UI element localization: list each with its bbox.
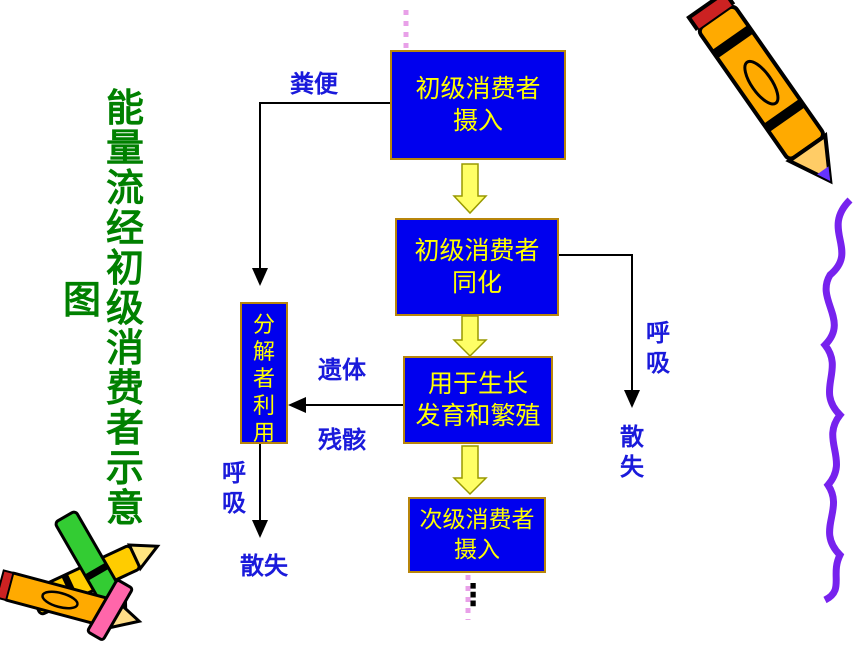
- wavy-decoration-icon: [820, 197, 853, 604]
- flow-arrow-2: [452, 315, 488, 358]
- secondary-consumer-intake-box: 次级消费者 摄入: [408, 497, 546, 573]
- box-line: 初级消费者: [414, 236, 540, 265]
- respiration-label-right: 呼吸: [646, 319, 670, 377]
- box-line: 同化: [451, 268, 502, 297]
- box-line: 发育和繁殖: [415, 401, 541, 430]
- title-column-1: 能量流经初级消费者示意: [105, 86, 144, 530]
- box-line: 初级消费者: [415, 74, 541, 103]
- feces-connector: [252, 102, 390, 286]
- crayons-bundle-icon: [0, 510, 161, 641]
- dissipate-label-right: 散失: [620, 423, 644, 481]
- primary-consumer-intake-box: 初级消费者 摄入: [390, 50, 566, 160]
- primary-consumer-assimilation-box: 初级消费者 同化: [395, 218, 559, 316]
- box-line: 摄入: [452, 106, 503, 135]
- box-line: 次级消费者: [419, 507, 535, 533]
- dissipate-label-left: 散失: [240, 552, 288, 580]
- carcass-label: 残骸: [318, 426, 366, 454]
- ellipsis-label: ⋮: [458, 578, 488, 613]
- growth-reproduction-box: 用于生长 发育和繁殖: [403, 356, 553, 444]
- feces-label: 粪便: [290, 70, 338, 98]
- flow-arrow-1: [452, 163, 488, 215]
- box-line: 摄入: [454, 537, 500, 563]
- box-line: 用于生长: [427, 369, 528, 398]
- respiration-label-left: 呼吸: [222, 459, 246, 517]
- flow-arrow-3: [452, 445, 488, 496]
- remains-label: 遗体: [318, 356, 366, 384]
- crayon-icon: [686, 0, 833, 185]
- respiration-connector-right: [558, 254, 640, 408]
- decomposer-box: 分解者利用: [240, 302, 288, 446]
- title-column-2: 图: [62, 278, 101, 322]
